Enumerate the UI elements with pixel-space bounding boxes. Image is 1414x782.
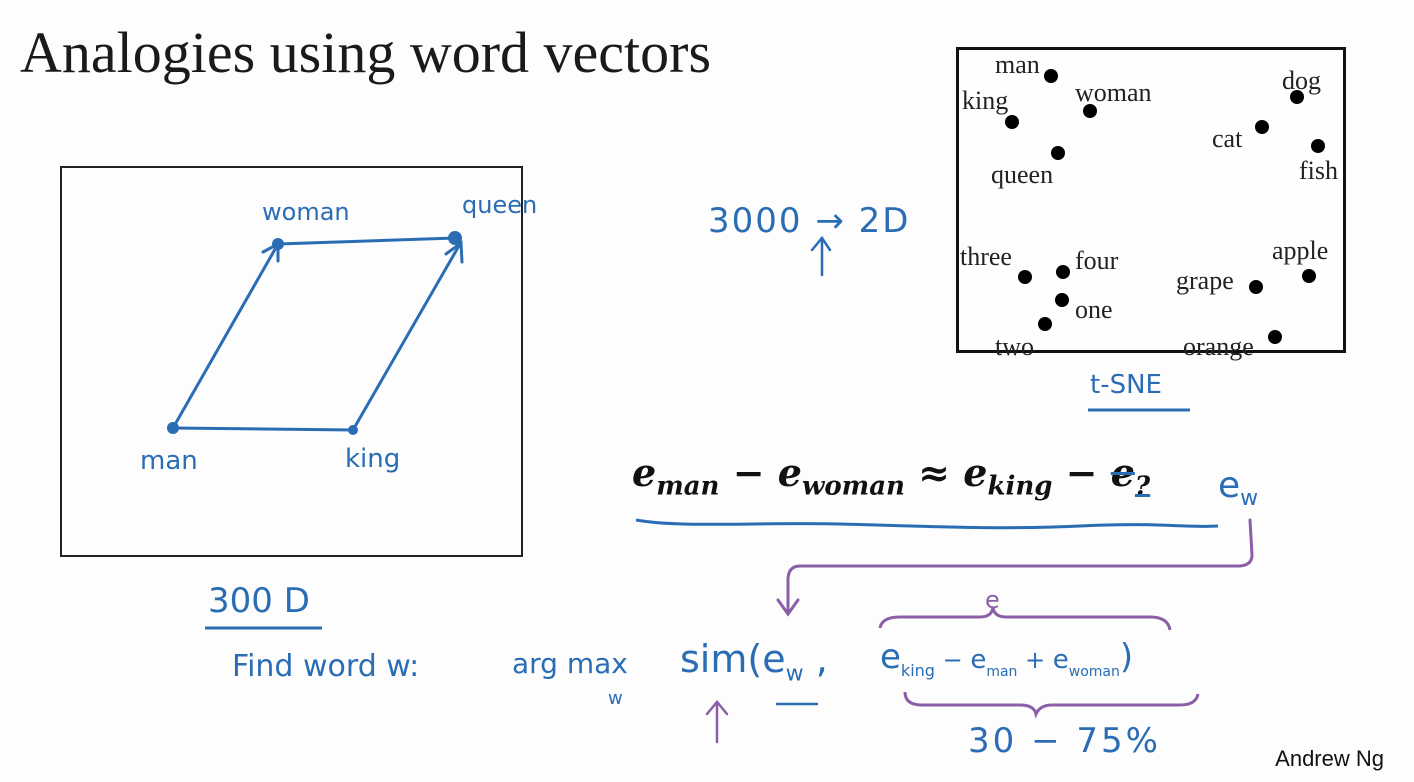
man-point (167, 422, 179, 434)
eq-minus-1: − (732, 450, 765, 495)
eq-approx: ≈ (918, 450, 951, 495)
tsne-point-man (1044, 69, 1058, 83)
tsne-word-one: one (1075, 295, 1113, 324)
connector-bracket (776, 518, 1254, 617)
tsne-word-grape: grape (1176, 266, 1234, 295)
arg-sub-woman: woman (1068, 663, 1120, 680)
label-queen: queen (462, 191, 538, 219)
eq-ew-e: e (1218, 465, 1241, 506)
tsne-word-three: three (960, 242, 1012, 271)
tsne-word-cat: cat (1212, 124, 1243, 153)
vector-space-box (60, 166, 523, 557)
arg-minus: − (934, 646, 971, 674)
arg-sub-king: king (900, 660, 935, 680)
tsne-point-four (1056, 265, 1070, 279)
tsne-point-grape (1249, 280, 1263, 294)
dimension-note: 300 D (208, 581, 310, 621)
sim-ew: e (762, 637, 786, 681)
tsne-word-woman: woman (1075, 78, 1152, 107)
eq-ew: ew (1218, 468, 1258, 510)
find-word-label: Find word w: (232, 649, 420, 684)
tsne-point-one (1055, 293, 1069, 307)
tsne-point-orange (1268, 330, 1282, 344)
bottom-brace (903, 691, 1200, 719)
man-to-king-line (171, 426, 355, 432)
tsne-word-apple: apple (1272, 236, 1329, 265)
top-brace (878, 606, 1172, 631)
author-credit: Andrew Ng (1275, 746, 1384, 771)
tsne-point-three (1018, 270, 1032, 284)
tsne-word-man: man (995, 50, 1040, 79)
eq-unknown: e? (1110, 450, 1150, 502)
page-title: Analogies using word vectors (20, 20, 712, 85)
accuracy-note: 30 − 75% (968, 721, 1161, 761)
sim-comma: , (815, 637, 828, 681)
arg-close: ) (1119, 637, 1134, 677)
eq-minus-2: − (1065, 450, 1098, 495)
man-to-woman-arrow (171, 242, 280, 430)
reduction-note: 3000 → 2D (708, 201, 911, 241)
eq-e4: e (1110, 450, 1135, 495)
tsne-point-dog (1290, 90, 1304, 104)
tsne-word-orange: orange (1183, 332, 1254, 361)
tsne-plot: man woman king queen dog cat fish three … (956, 47, 1346, 360)
arg-e-woman: e (1052, 645, 1069, 675)
woman-point (272, 238, 284, 250)
king-to-queen-arrowhead (444, 240, 464, 264)
tsne-word-king: king (962, 86, 1009, 115)
king-point (348, 425, 358, 435)
eq-e2: e (777, 450, 802, 495)
queen-point (448, 231, 462, 245)
equation-underline (635, 518, 1219, 530)
arg-sub-man: man (986, 663, 1018, 680)
argmax-label: arg max (512, 647, 628, 680)
label-man: man (140, 446, 198, 476)
arg-plus: + (1017, 646, 1053, 674)
tsne-point-fish (1311, 139, 1325, 153)
analogy-parallelogram (171, 236, 464, 432)
tsne-point-two (1038, 317, 1052, 331)
eq-sub-king: king (987, 471, 1053, 502)
tsne-point-woman (1083, 104, 1097, 118)
label-woman: woman (262, 198, 350, 226)
sim-function: sim(ew , (680, 640, 828, 686)
eq-sub-man: man (656, 471, 720, 502)
argmax-subscript: w (608, 688, 623, 709)
brace-label: e (985, 586, 1000, 614)
tsne-point-king (1005, 115, 1019, 129)
eq-sub-woman: woman (801, 471, 905, 502)
king-to-queen-arrow (351, 242, 462, 432)
sim-ew-sub: w (785, 661, 804, 687)
reduction-arrow (810, 235, 832, 277)
eq-e3: e (963, 450, 988, 495)
analogy-equation: eman − ewoman ≈ eking − e? (632, 450, 1150, 502)
tsne-point-cat (1255, 120, 1269, 134)
tsne-point-apple (1302, 269, 1316, 283)
tsne-word-queen: queen (991, 160, 1054, 189)
eq-ew-sub: w (1240, 486, 1259, 512)
tsne-label: t-SNE (1090, 370, 1162, 400)
tsne-word-dog: dog (1282, 66, 1321, 95)
sim-second-arg: eking − eman + ewoman) (880, 640, 1133, 679)
arg-e-king: e (880, 637, 901, 677)
tsne-word-two: two (995, 332, 1034, 361)
sim-open: sim( (680, 637, 763, 681)
sim-arrow (705, 700, 729, 744)
label-king: king (345, 444, 401, 474)
eq-e1: e (632, 450, 657, 495)
tsne-word-four: four (1075, 246, 1119, 275)
arg-e-man: e (970, 645, 987, 675)
tsne-point-queen (1051, 146, 1065, 160)
woman-to-queen-line (276, 236, 457, 246)
tsne-word-fish: fish (1299, 156, 1338, 185)
eq-sub-question: ? (1134, 471, 1151, 502)
